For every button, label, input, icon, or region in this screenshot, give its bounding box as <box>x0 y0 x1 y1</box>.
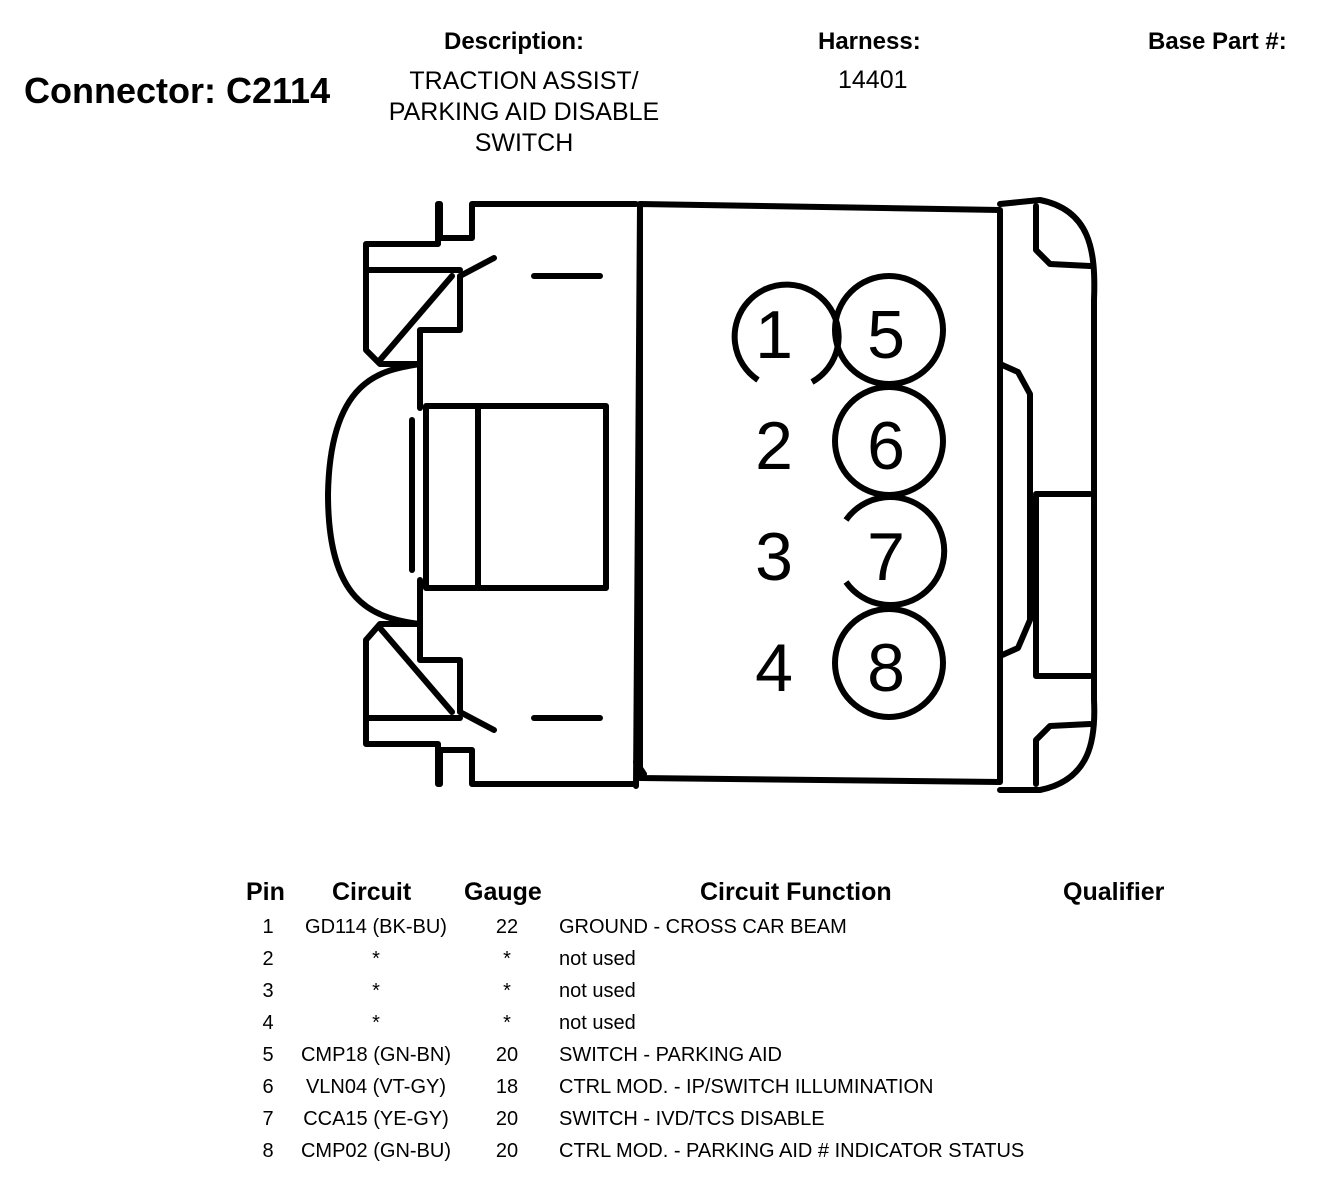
gauge-cell: * <box>503 980 511 1002</box>
latch-housing-outline <box>363 201 639 367</box>
function-cell: CTRL MOD. - PARKING AID # INDICATOR STAT… <box>559 1140 1025 1162</box>
circuit-cell: * <box>372 980 380 1002</box>
circuit-cell: CMP02 (GN-BU) <box>300 1140 451 1162</box>
function-cell: GROUND - CROSS CAR BEAM <box>559 916 847 938</box>
table-row: 8 CMP02 (GN-BU) 20 CTRL MOD. - PARKING A… <box>0 1140 1344 1172</box>
harness-label: Harness: <box>818 28 921 55</box>
table-row: 4 * * not used <box>0 1012 1344 1044</box>
circuit-cell: CCA15 (YE-GY) <box>303 1108 449 1130</box>
circuit-cell: GD114 (BK-BU) <box>305 916 447 938</box>
table-row: 3 * * not used <box>0 980 1344 1012</box>
pin-cell: 5 <box>262 1044 274 1066</box>
table-row: 1 GD114 (BK-BU) 22 GROUND - CROSS CAR BE… <box>0 916 1344 948</box>
gauge-cell: 20 <box>495 1108 519 1130</box>
table-row: 7 CCA15 (YE-GY) 20 SWITCH - IVD/TCS DISA… <box>0 1108 1344 1140</box>
circuit-cell: VLN04 (VT-GY) <box>305 1076 447 1098</box>
gauge-cell: 20 <box>495 1140 519 1162</box>
pin-number: 1 <box>755 297 793 373</box>
pin-number: 5 <box>867 297 905 373</box>
gauge-cell: 18 <box>495 1076 519 1098</box>
latch-window <box>423 403 609 591</box>
pin-cell: 6 <box>262 1076 274 1098</box>
circuit-cell: * <box>372 948 380 970</box>
pin-number: 7 <box>867 519 905 595</box>
circuit-cell: CMP18 (GN-BN) <box>300 1044 451 1066</box>
header-gauge: Gauge <box>464 878 542 906</box>
pin-cell: 2 <box>262 948 274 970</box>
pin-cell: 4 <box>262 1012 274 1034</box>
description-label: Description: <box>444 28 585 55</box>
circuit-cell: * <box>372 1012 380 1034</box>
pin-number: 8 <box>867 630 905 706</box>
function-cell: SWITCH - IVD/TCS DISABLE <box>559 1108 825 1130</box>
header-circuit: Circuit <box>332 878 412 906</box>
header-pin: Pin <box>246 878 285 906</box>
gauge-cell: * <box>503 948 511 970</box>
connector-body-outline <box>637 201 1003 785</box>
right-rail <box>997 197 1098 793</box>
connector-face-diagram: 1 5 2 6 3 7 4 8 <box>325 197 1098 793</box>
header-qualifier: Qualifier <box>1063 878 1165 906</box>
function-cell: not used <box>559 948 636 970</box>
side-bulge <box>325 361 423 627</box>
pin-cell: 1 <box>262 916 274 938</box>
function-cell: SWITCH - PARKING AID <box>559 1044 782 1066</box>
pin-7-circle <box>843 494 948 608</box>
gauge-cell: 20 <box>495 1044 519 1066</box>
pin-cell: 3 <box>262 980 274 1002</box>
base-part-label: Base Part #: <box>1148 28 1287 55</box>
pin-8-circle <box>832 606 946 720</box>
connector-title: Connector: C2114 <box>24 70 331 111</box>
table-row: 2 * * not used <box>0 948 1344 980</box>
pin-number: 2 <box>755 408 793 484</box>
pin-number: 6 <box>867 408 905 484</box>
description-line: PARKING AID DISABLE <box>388 98 660 126</box>
gauge-cell: * <box>503 1012 511 1034</box>
pin-number: 4 <box>755 630 793 706</box>
pin-cell: 7 <box>262 1108 274 1130</box>
header-circuit-function: Circuit Function <box>700 878 892 906</box>
pin-number: 3 <box>755 519 793 595</box>
description-line: TRACTION ASSIST/ <box>409 67 639 95</box>
table-row: 5 CMP18 (GN-BN) 20 SWITCH - PARKING AID <box>0 1044 1344 1076</box>
function-cell: not used <box>559 1012 636 1034</box>
function-cell: CTRL MOD. - IP/SWITCH ILLUMINATION <box>559 1076 934 1098</box>
gauge-cell: 22 <box>495 916 519 938</box>
function-cell: not used <box>559 980 636 1002</box>
pin-cell: 8 <box>262 1140 274 1162</box>
harness-value: 14401 <box>838 66 908 94</box>
table-row: 6 VLN04 (VT-GY) 18 CTRL MOD. - IP/SWITCH… <box>0 1076 1344 1108</box>
description-value: TRACTION ASSIST/ PARKING AID DISABLE SWI… <box>354 66 694 159</box>
description-line: SWITCH <box>474 129 574 157</box>
